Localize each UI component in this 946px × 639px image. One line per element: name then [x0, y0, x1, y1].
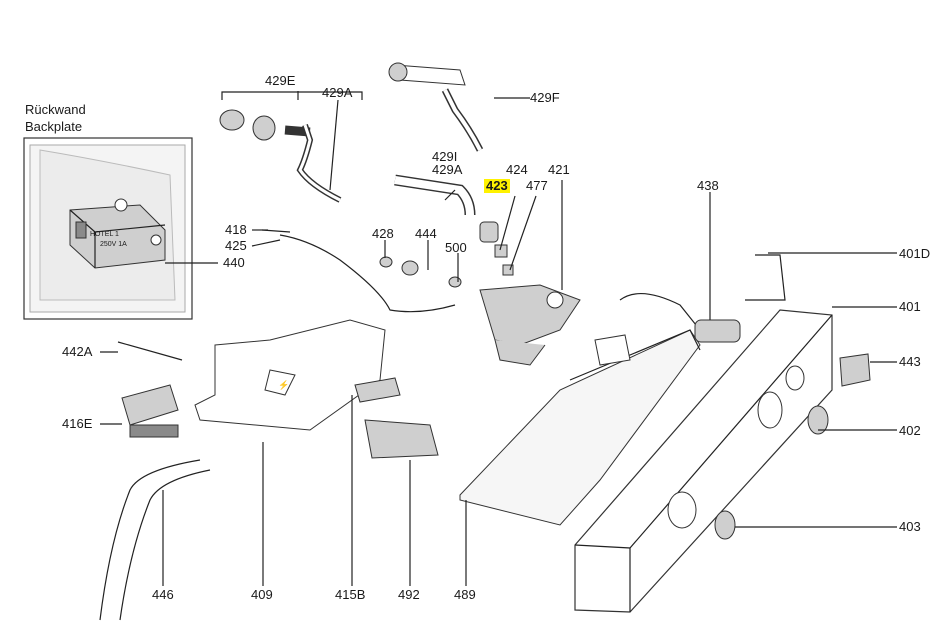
label-500: 500	[445, 240, 467, 255]
label-489: 489	[454, 587, 476, 602]
label-446: 446	[152, 587, 174, 602]
leader-lines	[100, 91, 897, 586]
part-409: ⚡	[194, 319, 386, 431]
label-403: 403	[899, 519, 921, 534]
part-444	[401, 260, 419, 276]
label-409: 409	[251, 587, 273, 602]
label-438: 438	[697, 178, 719, 193]
label-429I: 429I	[432, 149, 458, 164]
label-444: 444	[415, 226, 437, 241]
label-429F: 429F	[530, 90, 560, 105]
label-492: 492	[398, 587, 420, 602]
label-429A-top: 429A	[322, 85, 353, 100]
inset-part-text2: 250V 1A	[100, 241, 127, 248]
part-403	[714, 510, 736, 540]
part-429F	[388, 62, 484, 152]
label-401D: 401D	[899, 246, 931, 261]
label-440: 440	[223, 255, 245, 270]
part-446	[99, 459, 201, 621]
part-429E	[219, 91, 363, 203]
label-443: 443	[899, 354, 921, 369]
part-438	[619, 292, 741, 343]
part-489	[459, 329, 701, 526]
inset-backplate-drawing	[29, 144, 186, 313]
part-416E	[121, 384, 179, 438]
svg-text:⚡: ⚡	[278, 379, 289, 391]
part-500	[448, 276, 462, 288]
label-428: 428	[372, 226, 394, 241]
part-477	[502, 264, 514, 276]
part-401D	[745, 254, 786, 301]
label-421: 421	[548, 162, 570, 177]
part-421	[479, 284, 581, 366]
part-402	[807, 405, 829, 435]
part-443	[839, 353, 871, 387]
label-477: 477	[526, 178, 548, 193]
inset-part-text1: HOTEL 1	[90, 231, 119, 238]
label-401: 401	[899, 299, 921, 314]
label-429E: 429E	[265, 73, 296, 88]
part-442A	[117, 341, 183, 361]
part-425	[279, 234, 456, 313]
label-423-highlight: 423	[484, 178, 510, 193]
label-424: 424	[506, 162, 528, 177]
part-401	[574, 309, 833, 613]
part-492	[364, 419, 439, 459]
part-428	[379, 256, 393, 268]
inset-title-en: Backplate	[25, 119, 83, 134]
label-402: 402	[899, 423, 921, 438]
label-415B: 415B	[335, 587, 366, 602]
inset-title-de: Rückwand	[25, 102, 86, 117]
label-429A-mid: 429A	[432, 162, 463, 177]
label-416E: 416E	[62, 416, 93, 431]
part-423	[479, 221, 499, 243]
label-425: 425	[225, 238, 247, 253]
label-418: 418	[225, 222, 247, 237]
label-442A: 442A	[62, 344, 93, 359]
part-415B	[354, 377, 401, 403]
